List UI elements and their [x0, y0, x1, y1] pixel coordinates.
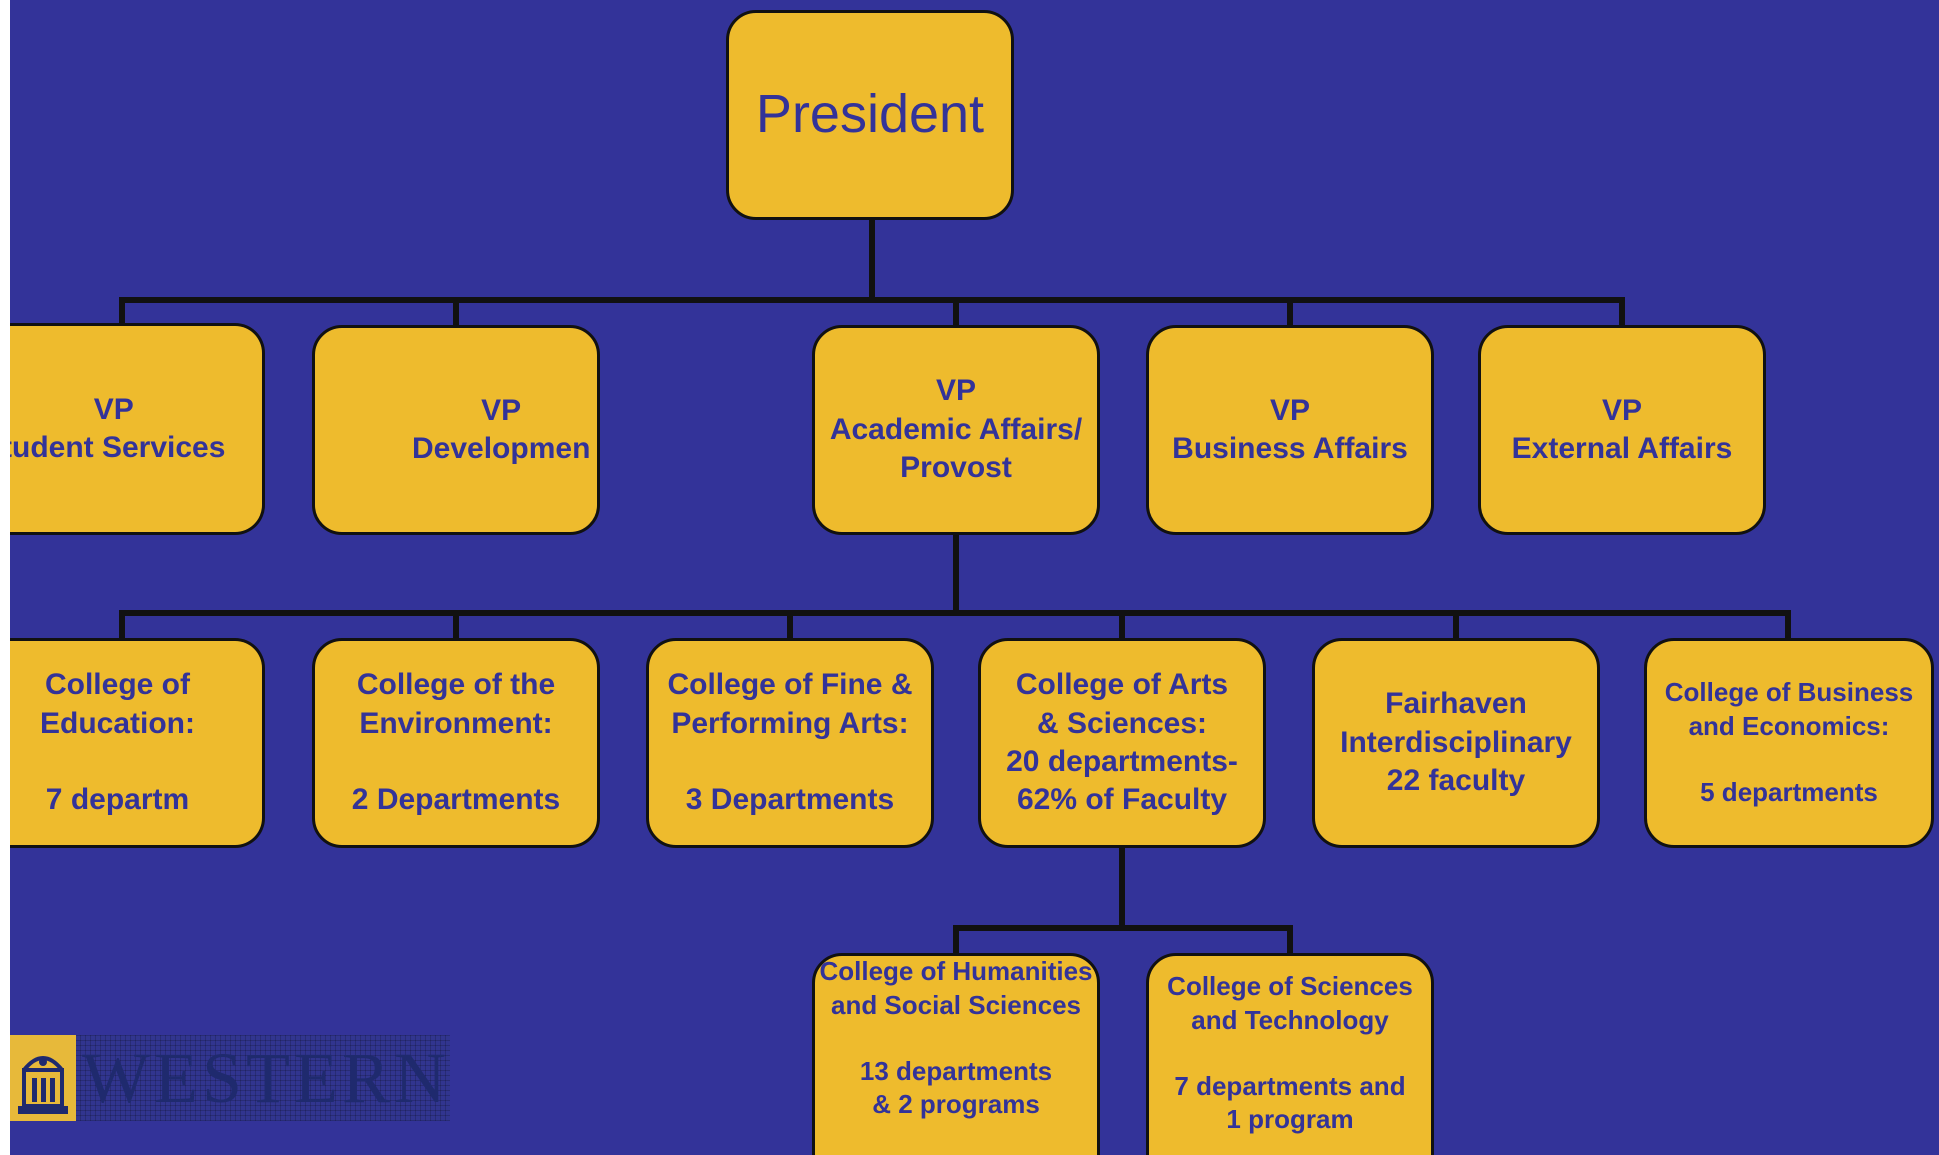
fairhaven-box: Fairhaven Interdisciplinary 22 faculty — [1312, 638, 1600, 848]
vp-academic-affairs-box: VP Academic Affairs/ Provost — [812, 325, 1100, 535]
western-logo: WESTERN — [10, 1035, 450, 1121]
college-sciences-tech-box: College of Sciences and Technology 7 dep… — [1146, 953, 1434, 1155]
org-chart: President VP tudent Services VP Developm… — [10, 0, 1939, 1155]
vp-development-label: VP Developmen — [412, 393, 591, 465]
college-business-box: College of Business and Economics: 5 dep… — [1644, 638, 1934, 848]
vp-academic-affairs-label: VP Academic Affairs/ Provost — [829, 374, 1083, 485]
college-sciences-tech-label: College of Sciences and Technology 7 dep… — [1167, 971, 1413, 1135]
vp-external-affairs-box: VP External Affairs — [1478, 325, 1766, 535]
college-fine-arts-box: College of Fine & Performing Arts: 3 Dep… — [646, 638, 934, 848]
vp-student-services-box: VP tudent Services — [10, 323, 265, 535]
college-business-label: College of Business and Economics: 5 dep… — [1664, 677, 1914, 808]
college-humanities-box: College of Humanities and Social Science… — [812, 953, 1100, 1155]
college-arts-sciences-box: College of Arts & Sciences: 20 departmen… — [978, 638, 1266, 848]
college-arts-sciences-label: College of Arts & Sciences: 20 departmen… — [1006, 668, 1238, 817]
college-fine-arts-label: College of Fine & Performing Arts: 3 Dep… — [667, 668, 913, 817]
vp-business-affairs-box: VP Business Affairs — [1146, 325, 1434, 535]
western-wordmark: WESTERN — [82, 1038, 450, 1118]
college-education-box: College of Education: 7 departm — [10, 638, 265, 848]
president-box: President — [726, 10, 1014, 220]
fairhaven-label: Fairhaven Interdisciplinary 22 faculty — [1340, 687, 1572, 798]
vp-business-affairs-label: VP Business Affairs — [1172, 393, 1408, 465]
college-environment-box: College of the Environment: 2 Department… — [312, 638, 600, 848]
building-seal-icon — [10, 1035, 77, 1121]
connector-lines — [119, 215, 1791, 956]
college-humanities-label: College of Humanities and Social Science… — [819, 956, 1093, 1120]
vp-external-affairs-label: VP External Affairs — [1511, 393, 1733, 465]
vp-student-services-label: VP tudent Services — [10, 392, 226, 464]
vp-development-box: VP Developmen — [312, 325, 600, 535]
college-environment-label: College of the Environment: 2 Department… — [351, 668, 561, 817]
president-label: President — [755, 84, 985, 145]
college-education-label: College of Education: 7 departm — [40, 668, 195, 817]
